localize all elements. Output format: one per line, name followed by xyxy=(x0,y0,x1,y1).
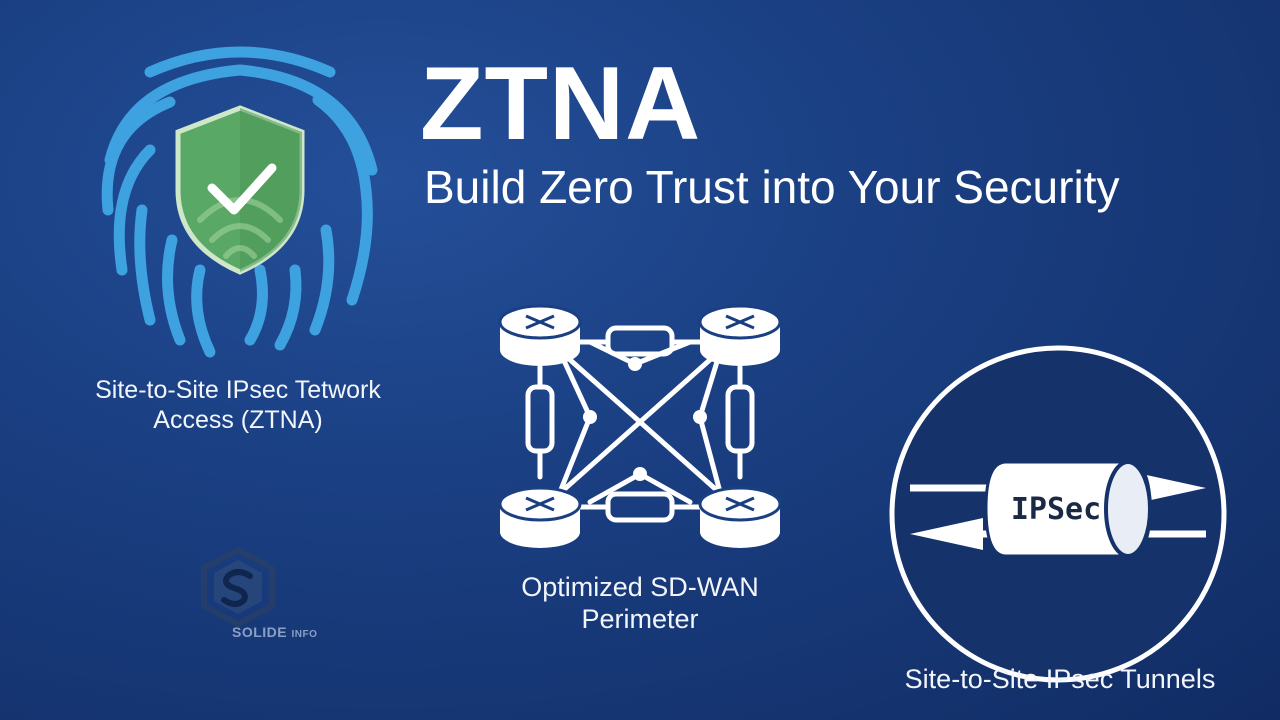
watermark-suffix: INFO xyxy=(291,629,318,640)
fingerprint-shield-icon xyxy=(101,46,378,358)
solide-logo-icon xyxy=(201,546,275,628)
watermark-text: SOLIDE INFO xyxy=(232,624,317,640)
watermark-brand: SOLIDE xyxy=(232,624,288,640)
sdwan-caption: Optimized SD-WAN Perimeter xyxy=(470,572,810,636)
ztna-caption: Site-to-Site IPsec Tetwork Access (ZTNA) xyxy=(60,376,416,435)
ipsec-tunnel-icon: IPSec xyxy=(889,345,1227,683)
sd-wan-mesh-icon xyxy=(498,304,782,548)
ztna-caption-line2: Access (ZTNA) xyxy=(153,405,323,434)
sdwan-caption-line2: Perimeter xyxy=(581,603,699,634)
page-subtitle: Build Zero Trust into Your Security xyxy=(424,161,1120,213)
sdwan-caption-line1: Optimized SD-WAN xyxy=(521,572,759,602)
page-title: ZTNA xyxy=(420,46,702,162)
ipsec-caption: Site-to-Site IPsec Tunnels xyxy=(904,664,1216,694)
ztna-caption-line1: Site-to-Site IPsec Tetwork xyxy=(95,376,381,404)
ipsec-tunnel-label: IPSec xyxy=(1011,492,1101,527)
